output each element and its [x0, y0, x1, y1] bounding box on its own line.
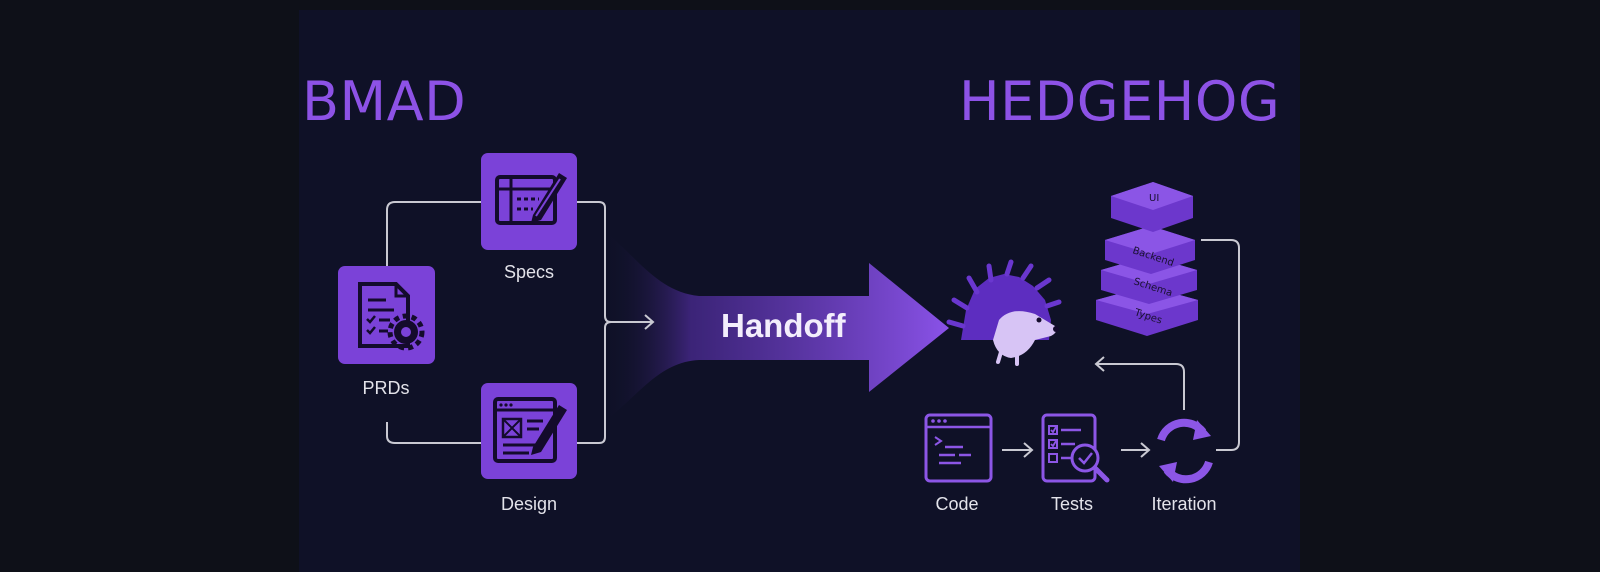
- iteration-to-stack-line: [1201, 239, 1240, 451]
- code-to-tests-arrow: [1002, 442, 1034, 458]
- specs-label: Specs: [503, 262, 555, 282]
- prds-to-specs-line: [386, 201, 481, 268]
- design-tile: [481, 383, 577, 479]
- handoff-arrow: [604, 230, 949, 422]
- code-label: Code: [935, 494, 979, 514]
- terminal-window-icon: [924, 413, 993, 483]
- prds-label: PRDs: [362, 378, 410, 398]
- design-merge-line: [576, 321, 612, 444]
- iteration-label: Iteration: [1151, 494, 1217, 514]
- hedgehog-title: HEDGEHOG: [959, 70, 1281, 133]
- hedgehog-side-icons: Types Schema Backend UI: [924, 182, 1213, 484]
- tests-label: Tests: [1050, 494, 1093, 514]
- diagram-panel: BMAD HEDGEHOG: [299, 10, 1300, 572]
- refresh-cycle-icon: [1157, 418, 1213, 484]
- stack-layer-ui: UI: [1111, 182, 1193, 232]
- connectors-layer: [386, 201, 1240, 458]
- merge-arrowhead: [644, 314, 655, 330]
- document-gear-icon: [358, 282, 425, 351]
- prds-to-design-line: [386, 422, 481, 444]
- tests-to-iteration-arrow: [1121, 442, 1151, 458]
- hedgehog-icon: [946, 259, 1062, 366]
- checklist-magnifier-icon: [1041, 413, 1110, 483]
- prds-tile: [338, 266, 435, 364]
- iteration-feedback-arrow: [1094, 356, 1185, 410]
- wireframe-pencil-icon: [493, 397, 567, 463]
- blueprint-pencil-icon: [495, 173, 567, 225]
- stack-label-ui: UI: [1149, 193, 1159, 204]
- handoff-label: Handoff: [721, 307, 846, 344]
- stack-layer-backend: Backend: [1105, 226, 1195, 274]
- design-label: Design: [500, 494, 558, 514]
- specs-tile: [481, 153, 577, 250]
- bmad-title: BMAD: [302, 70, 467, 133]
